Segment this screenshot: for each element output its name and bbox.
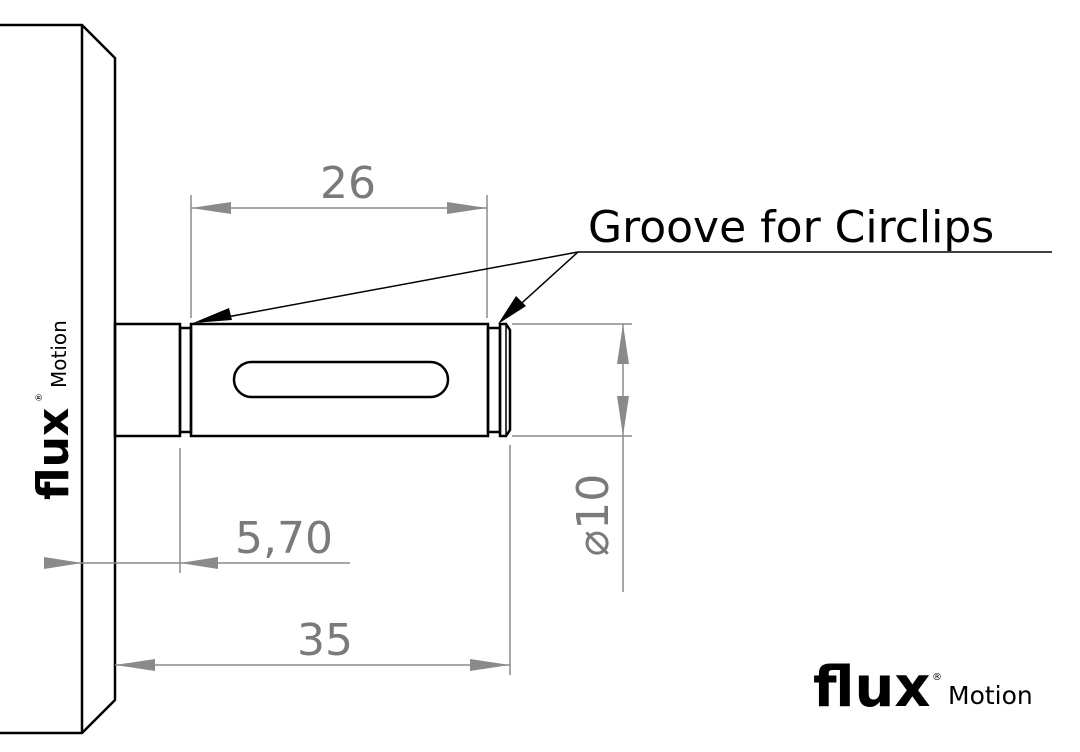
- logo-brand: flux: [28, 408, 79, 500]
- dimension-label: ⌀10: [568, 474, 619, 556]
- dimension-35: 35: [115, 445, 511, 675]
- logo-vertical: flux ® Motion: [28, 320, 79, 500]
- groove-callout: Groove for Circlips: [193, 202, 1052, 324]
- logo-sub: Motion: [47, 320, 71, 388]
- dimension-label: 35: [297, 615, 353, 666]
- dimension-5-70: 5,70: [44, 448, 350, 573]
- logo-brand: flux: [813, 655, 931, 720]
- logo-sub: Motion: [948, 681, 1033, 710]
- dimension-label: 26: [320, 158, 376, 209]
- logo-registered: ®: [35, 393, 45, 402]
- logo: flux ® Motion: [813, 655, 1033, 720]
- keyway-slot: [232, 360, 450, 399]
- callout-text: Groove for Circlips: [588, 202, 994, 253]
- logo-registered: ®: [932, 672, 942, 683]
- dimension-diameter-10: ⌀10: [512, 323, 632, 592]
- dimension-26: 26: [190, 158, 488, 318]
- dimension-label: 5,70: [235, 513, 333, 564]
- shaft: [113, 322, 512, 438]
